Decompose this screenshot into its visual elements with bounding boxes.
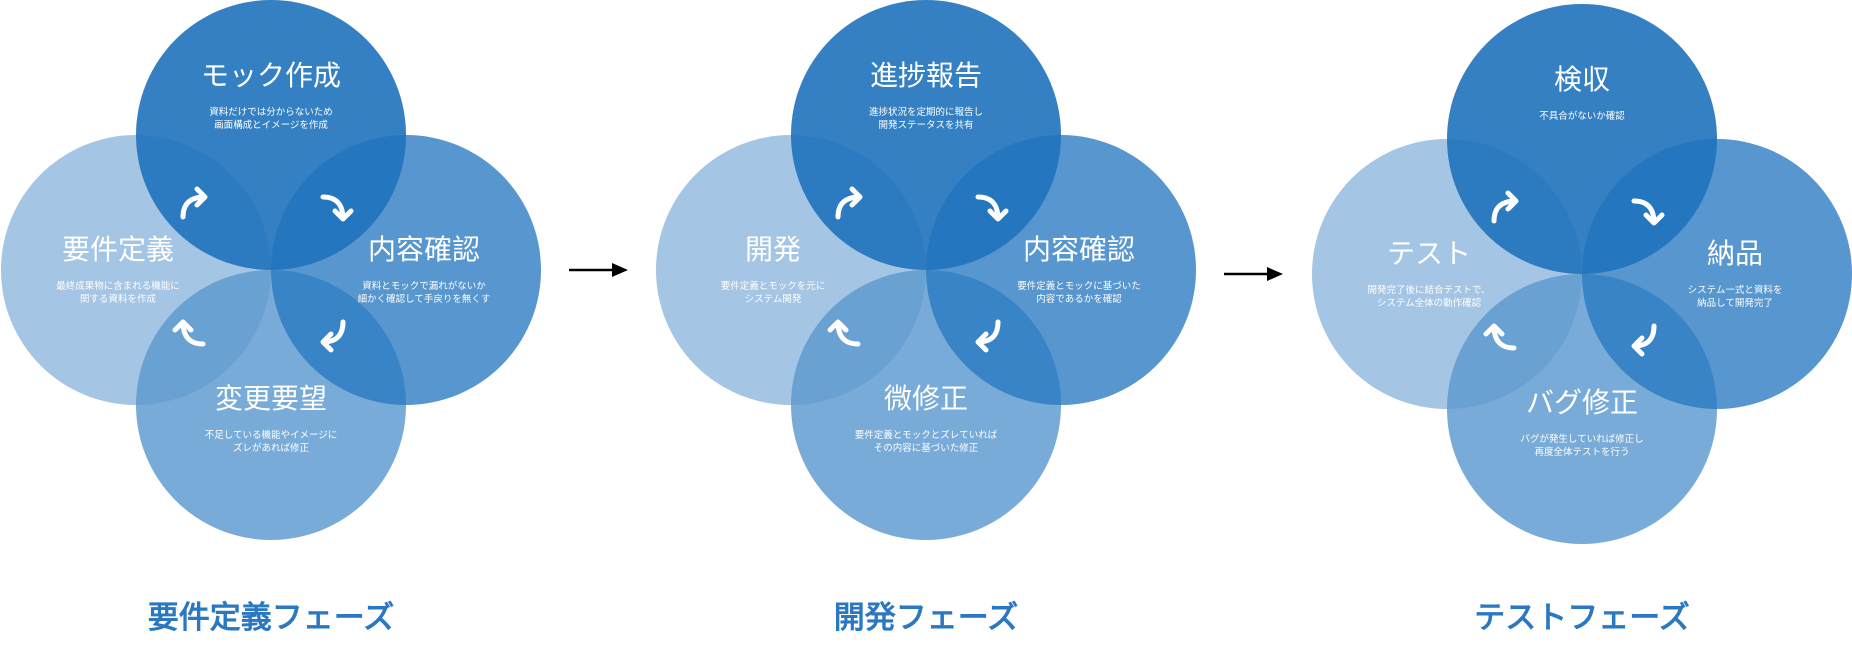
circle-title: モック作成 [201,59,341,92]
circle-title: テスト [1387,237,1471,270]
phase-group: テスト開発完了後に結合テストで、システム全体の動作確認バグ修正バグが発生していれ… [1312,4,1852,636]
circle-description: 最終成果物に含まれる機能に [56,280,180,292]
circle-description: 不足している機能やイメージに [205,429,338,441]
curved-arrow-icon [827,319,861,347]
curved-arrow-icon [975,194,1009,222]
circle-description: 不具合がないか確認 [1539,110,1625,122]
circle-description: 資料だけでは分からないため [209,106,333,118]
curved-arrow-icon [172,319,206,347]
circle-description: バグが発生していれば修正し [1520,433,1643,445]
curved-arrow-icon [180,186,208,220]
circle-description: 要件定義とモックとズレていれば [855,429,998,441]
curved-arrow-icon [1491,190,1519,224]
circle-title: 内容確認 [1023,233,1135,266]
circle-description: その内容に基づいた修正 [874,442,979,454]
curved-arrow-icon [320,319,346,353]
curved-arrow-icon [975,319,1001,353]
circle-description: システム開発 [745,293,802,305]
circle-description: 開発ステータスを共有 [878,119,973,131]
circle-title: 進捗報告 [870,59,982,92]
curved-arrow-icon [1631,323,1657,357]
circle-title: 微修正 [884,382,968,415]
circle-description: 開発完了後に結合テストで、 [1367,284,1490,296]
circle-title: 納品 [1707,237,1763,270]
circle-top [1447,4,1717,274]
curved-arrow-icon [1483,323,1517,351]
circle-description: 内容であるかを確認 [1036,293,1122,305]
circle-description: 再度全体テストを行う [1534,446,1629,458]
circle-description: 関する資料を作成 [80,293,157,305]
curved-arrow-icon [1631,198,1665,226]
circle-top [791,0,1061,270]
phase-label: テストフェーズ [1474,600,1689,636]
phase-group: 開発要件定義とモックを元にシステム開発微修正要件定義とモックとズレていればその内… [656,0,1196,636]
circle-description: システム一式と資料を [1688,284,1783,296]
circle-title: 内容確認 [368,233,480,266]
circle-description: システム全体の動作確認 [1377,297,1482,309]
circle-description: 納品して開発完了 [1697,297,1773,309]
circle-description: 細かく確認して手戻りを無くす [358,293,491,305]
circle-title: 変更要望 [215,382,327,415]
circle-title: 検収 [1554,63,1610,96]
circle-description: 進捗状況を定期的に報告し [869,106,983,118]
curved-arrow-icon [835,186,863,220]
circle-title: 開発 [745,233,801,266]
phase-group: 要件定義最終成果物に含まれる機能に関する資料を作成変更要望不足している機能やイメ… [1,0,541,636]
circle-title: 要件定義 [62,233,174,266]
circle-title: バグ修正 [1526,386,1638,419]
circle-description: ズレがあれば修正 [233,442,310,454]
phase-label: 開発フェーズ [834,600,1018,636]
right-arrow-icon [1224,267,1283,281]
right-arrow-icon [569,263,628,277]
circle-description: 要件定義とモックに基づいた [1017,280,1141,292]
circle-description: 資料とモックで漏れがないか [362,280,486,292]
phase-label: 要件定義フェーズ [148,600,394,636]
circle-description: 画面構成とイメージを作成 [214,119,328,131]
circle-top [136,0,406,270]
circle-description: 要件定義とモックを元に [721,280,826,292]
curved-arrow-icon [320,194,354,222]
